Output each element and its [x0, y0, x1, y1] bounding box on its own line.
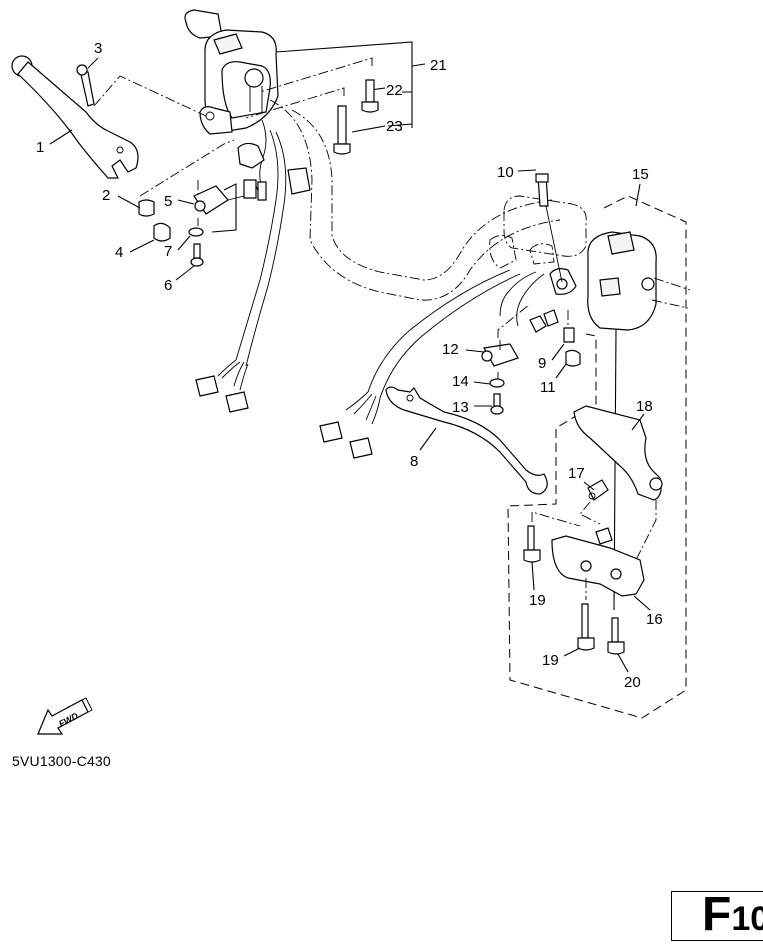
figure-number-box: F10 [671, 888, 763, 941]
callout-18: 18 [636, 398, 653, 415]
callout-15: 15 [632, 166, 649, 183]
callout-4: 4 [115, 244, 123, 261]
callout-19a: 19 [529, 592, 546, 609]
callout-6: 6 [164, 277, 172, 294]
callout-13: 13 [452, 399, 469, 416]
callout-2: 2 [102, 187, 110, 204]
callout-19b: 19 [542, 652, 559, 669]
collar-2 [138, 199, 155, 217]
washer-7 [188, 227, 204, 237]
callout-3: 3 [94, 40, 102, 57]
callout-10: 10 [497, 164, 514, 181]
callout-20: 20 [624, 674, 641, 691]
screw-13 [493, 393, 501, 407]
rear-brake-switch-group [523, 405, 663, 655]
callout-8: 8 [410, 453, 418, 470]
front-brake-master-cylinder-group [319, 173, 587, 495]
left-handle-switch-assembly [184, 9, 561, 413]
callout-23: 23 [386, 118, 403, 135]
left-harness-connectors [195, 359, 249, 413]
clutch-lever-group [11, 55, 267, 267]
washer-14 [489, 378, 505, 388]
callout-17: 17 [568, 465, 585, 482]
figure-number: 10 [731, 900, 763, 938]
callout-21: 21 [430, 57, 447, 74]
screw-6 [193, 243, 201, 259]
callout-12: 12 [442, 341, 459, 358]
right-handle-switch-group [507, 195, 691, 719]
callout-1: 1 [36, 139, 44, 156]
callout-9: 9 [538, 355, 546, 372]
callout-labels: 1 2 3 4 5 6 7 8 9 10 11 12 13 14 15 16 1… [36, 40, 663, 691]
callout-22: 22 [386, 82, 403, 99]
drawing-code: 5VU1300-C430 [12, 753, 111, 769]
figure-letter: F [702, 888, 732, 941]
callout-16: 16 [646, 611, 663, 628]
callout-11: 11 [540, 379, 556, 396]
nut-4 [153, 222, 171, 242]
callout-5: 5 [164, 193, 172, 210]
callout-7: 7 [164, 243, 172, 260]
fwd-arrow-icon: FWD [37, 697, 93, 735]
callout-14: 14 [452, 373, 469, 390]
